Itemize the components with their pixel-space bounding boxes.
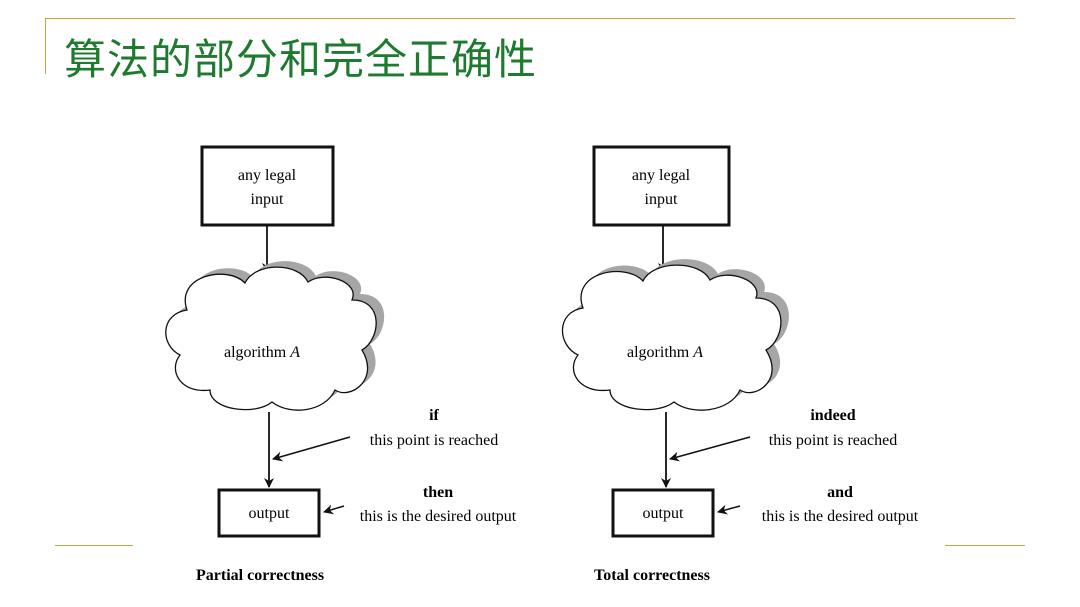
input-label-line2: input — [251, 191, 284, 208]
point-reached-pointer — [272, 436, 351, 462]
input-label-line1: any legal — [632, 167, 691, 184]
output-label: output — [643, 505, 684, 522]
desired-output-pointer — [717, 504, 741, 515]
bottom-right-rule — [945, 545, 1025, 546]
diagram-caption: Partial correctness — [196, 567, 324, 584]
algorithm-cloud — [165, 266, 377, 411]
partial-correctness-diagram: any legal input algorithm A if this poin… — [165, 145, 517, 584]
bottom-left-rule — [55, 545, 133, 546]
algorithm-label: algorithm A — [627, 344, 703, 361]
input-label-line2: input — [645, 191, 678, 208]
result-word: then — [423, 484, 453, 501]
title-top-rule — [45, 18, 1015, 19]
input-box — [592, 145, 731, 227]
slide-title: 算法的部分和完全正确性 — [64, 35, 538, 84]
input-label-line1: any legal — [238, 167, 297, 184]
point-reached-text: this point is reached — [769, 432, 897, 449]
point-reached-text: this point is reached — [370, 432, 498, 449]
point-reached-pointer — [669, 436, 751, 462]
output-box — [611, 488, 715, 538]
desired-output-pointer — [323, 504, 345, 515]
total-correctness-diagram: any legal input algorithm A indeed this … — [561, 145, 919, 584]
diagram-caption: Total correctness — [594, 567, 710, 584]
input-box — [200, 145, 335, 227]
condition-word: indeed — [810, 407, 855, 424]
output-label: output — [249, 505, 290, 522]
algorithm-cloud — [561, 264, 782, 411]
desired-output-text: this is the desired output — [762, 508, 919, 525]
algorithm-label: algorithm A — [224, 344, 300, 361]
result-word: and — [827, 484, 853, 501]
desired-output-text: this is the desired output — [360, 508, 517, 525]
title-left-bar — [45, 18, 46, 74]
condition-word: if — [429, 407, 439, 424]
output-box — [217, 488, 321, 538]
